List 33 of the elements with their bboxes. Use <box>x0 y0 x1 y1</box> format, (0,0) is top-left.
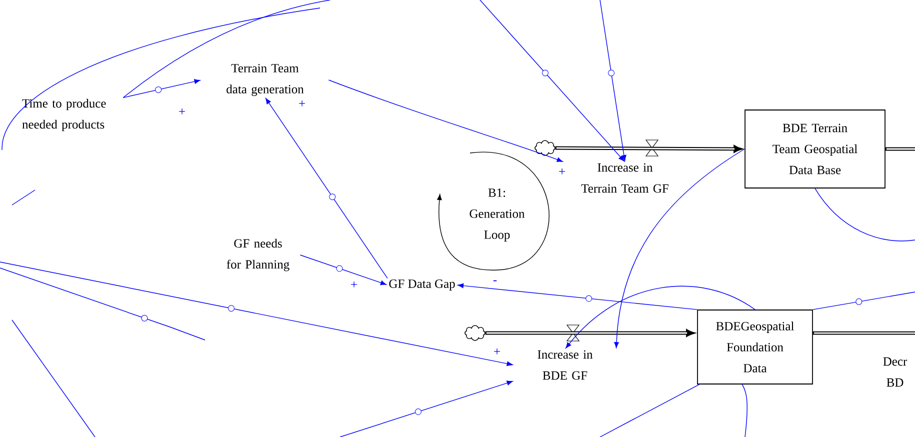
stock-box: BDEGeospatial Foundation Data <box>697 310 813 384</box>
polarity-sign: + <box>492 348 502 356</box>
arrow <box>614 148 745 348</box>
arrow <box>0 262 513 366</box>
variable-label: Increase in BDE GF <box>538 350 593 380</box>
loop-label: Decr BD <box>883 357 908 387</box>
polarity-sign: - <box>492 280 498 284</box>
polarity-sign: + <box>298 100 306 108</box>
stock-box: BDE Terrain Team Geospatial Data Base <box>744 110 886 188</box>
flow-pipe <box>812 331 915 335</box>
arrow <box>340 380 513 437</box>
arrow <box>328 80 563 162</box>
arrow <box>480 0 624 162</box>
polarity-sign: + <box>558 168 566 176</box>
flow-pipe <box>885 147 915 151</box>
arrow <box>265 98 388 279</box>
polarity-sign: + <box>350 280 358 290</box>
variable-label: GF needs for Planning <box>226 238 290 272</box>
cloud-symbol <box>464 325 486 341</box>
arrow <box>566 286 756 348</box>
flow-pipe <box>485 329 694 337</box>
flow-pipe <box>555 145 742 153</box>
arrow <box>122 79 200 98</box>
arrow <box>812 292 915 310</box>
loop-label: B1: Generation Loop <box>470 188 525 242</box>
polarity-sign: + <box>178 108 186 116</box>
arrow <box>600 0 626 162</box>
arrow <box>458 283 698 310</box>
variable-label: GF Data Gap <box>389 280 455 290</box>
arrow <box>300 254 386 286</box>
variable-label: Terrain Team data generation <box>226 64 304 96</box>
variable-label: Increase in Terrain Team GF <box>581 163 668 193</box>
cloud-symbol <box>534 140 556 156</box>
